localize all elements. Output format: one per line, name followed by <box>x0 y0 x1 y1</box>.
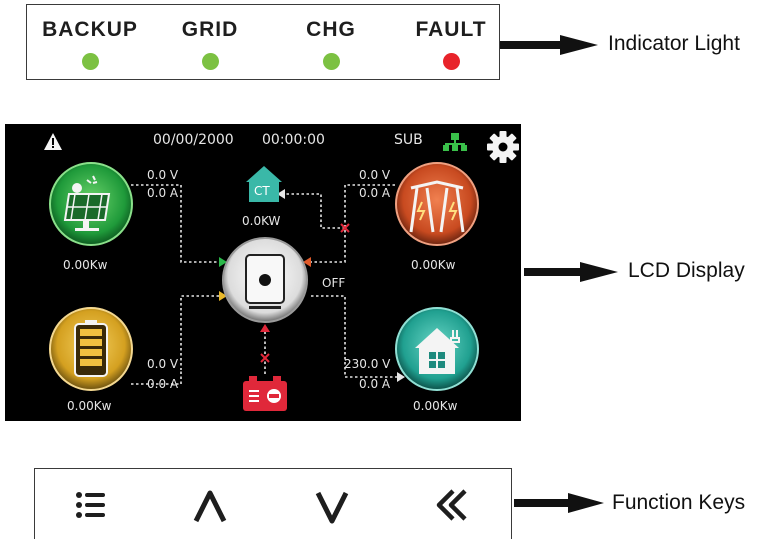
battery-voltage: 0.0 V <box>147 357 179 371</box>
battery-current: 0.0 A <box>147 377 179 391</box>
settings-gear-icon <box>487 131 519 163</box>
indicator-grid: GRID <box>155 19 265 70</box>
back-key[interactable] <box>431 483 475 527</box>
menu-key[interactable] <box>69 483 113 527</box>
solar-panel-icon <box>49 162 133 246</box>
pv-voltage: 0.0 V <box>147 168 179 182</box>
back-icon <box>436 489 467 521</box>
callout-indicator-light: Indicator Light <box>608 32 740 55</box>
grid-voltage: 0.0 V <box>359 168 391 182</box>
indicator-label: CHG <box>306 18 356 41</box>
down-key[interactable] <box>310 483 354 527</box>
pv-flow-arrow <box>219 257 227 267</box>
up-key[interactable] <box>188 483 232 527</box>
load-flow-arrow <box>397 372 405 382</box>
lcd-time: 00:00:00 <box>262 132 325 148</box>
ct-power: 0.0KW <box>242 214 281 228</box>
menu-icon <box>76 492 105 518</box>
grid-power: 0.00Kw <box>411 258 456 272</box>
callout-function-keys: Function Keys <box>612 491 746 514</box>
callout-arrow <box>500 35 598 55</box>
load-power: 0.00Kw <box>413 399 458 413</box>
generator-icon <box>243 376 287 411</box>
grid-current: 0.0 A <box>359 186 391 200</box>
network-icon <box>443 133 467 151</box>
inverter-state: OFF <box>322 276 346 290</box>
battery-flow-arrow <box>219 291 227 301</box>
indicator-fault: FAULT <box>396 19 506 70</box>
indicator-led <box>322 53 340 70</box>
indicator-panel: BACKUP GRID CHG FAULT <box>26 4 500 80</box>
indicator-led <box>442 53 460 70</box>
callout-arrow <box>524 262 618 282</box>
lcd-mode: SUB <box>394 132 423 148</box>
battery-power: 0.00Kw <box>67 399 112 413</box>
ct-house-icon <box>246 166 282 202</box>
indicator-label: BACKUP <box>42 18 138 41</box>
indicator-label: FAULT <box>415 18 487 41</box>
indicator-label: GRID <box>181 18 239 41</box>
home-icon <box>395 307 479 391</box>
load-voltage: 230.0 V <box>344 357 391 371</box>
chevron-down-icon <box>315 491 349 524</box>
warning-icon <box>44 133 62 150</box>
ct-flow-arrow <box>277 189 285 199</box>
inverter-icon <box>222 237 308 323</box>
grid-flow-arrow <box>303 257 311 267</box>
function-keys-panel <box>34 468 512 539</box>
pv-power: 0.00Kw <box>63 258 108 272</box>
indicator-led <box>201 53 219 70</box>
ct-label: CT <box>254 184 270 198</box>
disconnect-marks <box>260 223 350 363</box>
pv-current: 0.0 A <box>147 186 179 200</box>
callout-lcd-display: LCD Display <box>628 259 745 282</box>
power-tower-icon <box>395 162 479 246</box>
indicator-backup: BACKUP <box>35 19 145 70</box>
indicator-led <box>81 53 99 70</box>
generator-flow-arrow <box>260 324 270 332</box>
indicator-chg: CHG <box>276 19 386 70</box>
battery-icon <box>49 307 133 391</box>
chevron-up-icon <box>193 490 227 523</box>
callout-arrow <box>514 493 604 513</box>
lcd-display: 00/00/2000 00:00:00 SUB 0.0 V 0.0 A 0.00… <box>5 124 521 421</box>
load-current: 0.0 A <box>359 377 391 391</box>
lcd-date: 00/00/2000 <box>153 132 234 148</box>
energy-flow-lines <box>44 131 519 411</box>
